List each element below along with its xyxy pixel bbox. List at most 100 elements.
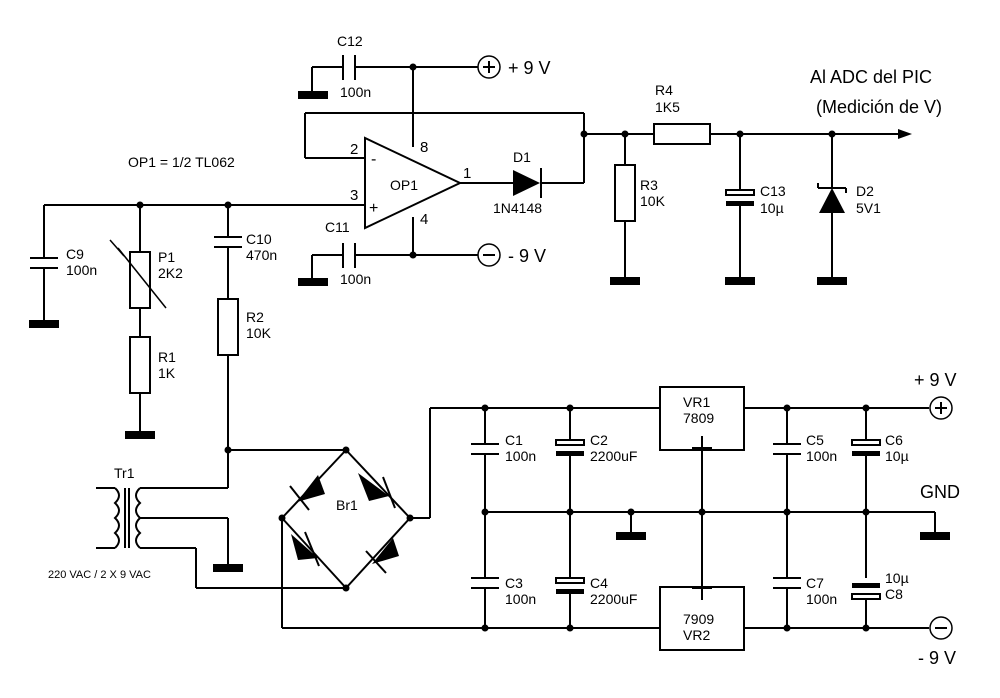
capacitor-c5 [773, 443, 801, 455]
r3-ref: R3 [640, 177, 658, 193]
plus-terminal-icon [929, 396, 953, 420]
adc-line2: (Medición de V) [816, 97, 942, 117]
capacitor-c12 [298, 55, 413, 99]
r2-value: 10K [246, 325, 272, 341]
adc-line1: Al ADC del PIC [810, 67, 932, 87]
c8-ref: C8 [885, 586, 903, 602]
minus-terminal-icon [477, 243, 501, 267]
vr1-value: 7809 [683, 410, 714, 426]
c12-ref: C12 [337, 33, 363, 49]
capacitor-c3 [471, 577, 499, 589]
c5-value: 100n [806, 448, 837, 464]
br1-ref: Br1 [336, 497, 358, 513]
d2-value: 5V1 [856, 200, 881, 216]
op1-note: OP1 = 1/2 TL062 [128, 154, 235, 170]
resistor-r4 [653, 123, 711, 145]
ground-symbol [298, 278, 328, 286]
p1-ref: P1 [158, 249, 175, 265]
ground-symbol [125, 431, 155, 439]
c13-value: 10µ [760, 200, 784, 216]
ground-symbol [298, 91, 328, 99]
minus9-out-label: - 9 V [918, 648, 956, 668]
capacitor-c10 [214, 236, 242, 248]
minus-terminal-icon [929, 616, 953, 640]
opamp-pin8: 8 [420, 139, 428, 156]
vr1-ref: VR1 [683, 394, 710, 410]
ground-symbol [213, 564, 243, 572]
c4-value: 2200uF [590, 591, 637, 607]
plus9-out-label: + 9 V [914, 370, 957, 390]
r2-ref: R2 [246, 309, 264, 325]
c7-ref: C7 [806, 575, 824, 591]
c2-ref: C2 [590, 432, 608, 448]
potentiometer-p1 [129, 251, 151, 309]
arrow-right-icon [898, 129, 912, 139]
capacitor-c4 [555, 577, 585, 594]
c7-value: 100n [806, 591, 837, 607]
r4-ref: R4 [655, 82, 673, 98]
r1-value: 1K [158, 365, 176, 381]
c4-ref: C4 [590, 575, 608, 591]
c9-value: 100n [66, 262, 97, 278]
vr2-ref: VR2 [683, 627, 710, 643]
opamp-inv-sign: - [371, 151, 376, 168]
r4-value: 1K5 [655, 99, 680, 115]
opamp-pin1: 1 [463, 165, 471, 182]
plus-terminal-icon [477, 55, 501, 79]
resistor-r1 [129, 336, 151, 394]
opamp-name: OP1 [390, 177, 418, 193]
transformer-tr1 [96, 487, 228, 549]
ground-symbol [610, 277, 640, 285]
opamp-pin3: 3 [350, 187, 358, 204]
capacitor-c8 [851, 583, 881, 600]
tr1-ref: Tr1 [114, 465, 135, 481]
ground-symbol [920, 532, 950, 540]
c1-ref: C1 [505, 432, 523, 448]
c3-ref: C3 [505, 575, 523, 591]
opamp-pin2: 2 [350, 141, 358, 158]
vr2-value: 7909 [683, 611, 714, 627]
resistor-r2 [217, 298, 239, 356]
d1-ref: D1 [513, 149, 531, 165]
r1-ref: R1 [158, 349, 176, 365]
c9-ref: C9 [66, 246, 84, 262]
ground-symbol [29, 320, 59, 328]
capacitor-c6 [851, 439, 881, 456]
capacitor-c7 [773, 577, 801, 589]
ground-symbol [817, 277, 847, 285]
resistor-r3 [614, 164, 636, 222]
c1-value: 100n [505, 448, 536, 464]
c13-ref: C13 [760, 183, 786, 199]
ground-symbol [616, 532, 646, 540]
bridge-rectifier-br1 [281, 449, 411, 589]
zener-diode-d2 [817, 183, 847, 213]
capacitor-c1 [471, 443, 499, 455]
c10-value: 470n [246, 247, 277, 263]
d2-ref: D2 [856, 183, 874, 199]
transformer-note: 220 VAC / 2 X 9 VAC [48, 569, 151, 581]
diode-d1 [513, 168, 542, 198]
opamp-op1 [364, 136, 463, 230]
r3-value: 10K [640, 193, 666, 209]
d1-value: 1N4148 [493, 200, 542, 216]
c6-ref: C6 [885, 432, 903, 448]
capacitor-c2 [555, 439, 585, 456]
c2-value: 2200uF [590, 448, 637, 464]
c6-value: 10µ [885, 448, 909, 464]
c10-ref: C10 [246, 231, 272, 247]
minus9-label: - 9 V [508, 246, 546, 266]
capacitor-c11 [298, 243, 413, 286]
opamp-pin4: 4 [420, 211, 428, 228]
c12-value: 100n [340, 84, 371, 100]
plus9-label: + 9 V [508, 58, 551, 78]
c8-value: 10µ [885, 570, 909, 586]
gnd-label: GND [920, 482, 960, 502]
c11-value: 100n [340, 271, 371, 287]
opamp-noninv-sign: + [369, 200, 378, 217]
ground-symbol [725, 277, 755, 285]
capacitor-c9 [30, 257, 58, 269]
p1-value: 2K2 [158, 265, 183, 281]
c5-ref: C5 [806, 432, 824, 448]
capacitor-c13 [725, 189, 755, 206]
